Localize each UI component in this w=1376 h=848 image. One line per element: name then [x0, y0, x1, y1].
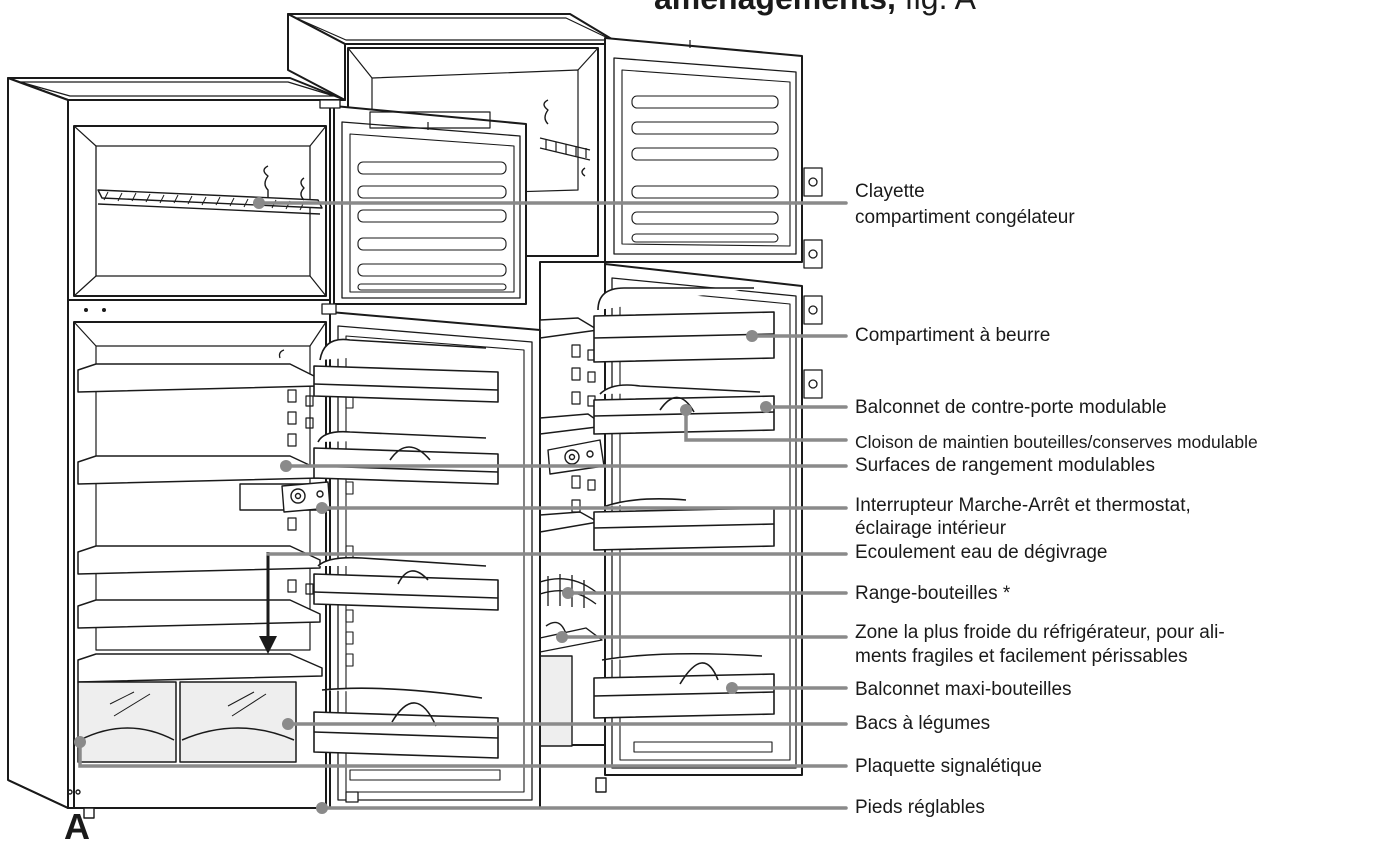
dot-pieds: [316, 802, 328, 814]
label-zone-froide: Zone la plus froide du réfrigérateur, po…: [855, 622, 1225, 643]
label-range-bouteilles: Range-bouteilles *: [855, 583, 1011, 604]
front-fridge-door: [313, 99, 541, 809]
title-figure-ref: fig. A: [896, 0, 976, 16]
leader-lines: [78, 201, 848, 810]
back-fridge-door: [593, 37, 823, 793]
label-cloison-maintien: Cloison de maintien bouteilles/conserves…: [855, 432, 1258, 452]
dot-balconnet: [760, 401, 772, 413]
leader-dots: [74, 197, 772, 814]
label-balconnet-modulable: Balconnet de contre-porte modulable: [855, 397, 1167, 418]
dot-zone: [556, 631, 568, 643]
page-title-text: aménagements, fig. A: [654, 0, 976, 17]
label-balconnet-maxi: Balconnet maxi-bouteilles: [855, 679, 1072, 700]
back-fridge: [287, 13, 823, 793]
dot-maxi: [726, 682, 738, 694]
defrost-drain-arrow: [259, 552, 277, 654]
figure-letter: A: [64, 806, 90, 847]
label-eclairage-interieur: éclairage intérieur: [855, 518, 1007, 539]
label-clayette-line2: compartiment congélateur: [855, 207, 1075, 228]
dot-plaquette: [74, 736, 86, 748]
title-main: aménagements,: [654, 0, 896, 16]
label-bacs-legumes: Bacs à légumes: [855, 713, 991, 734]
dot-clayette: [253, 197, 265, 209]
front-fridge: [7, 77, 346, 819]
label-ecoulement-eau: Ecoulement eau de dégivrage: [855, 542, 1108, 563]
dot-range: [562, 587, 574, 599]
label-pieds-reglables: Pieds réglables: [855, 797, 985, 818]
label-surfaces-rangement: Surfaces de rangement modulables: [855, 455, 1155, 476]
dot-bacs: [282, 718, 294, 730]
label-clayette: Clayette: [855, 181, 925, 202]
leader-plaquette: [78, 740, 848, 768]
dot-interrupteur: [316, 502, 328, 514]
label-compartiment-beurre: Compartiment à beurre: [855, 325, 1051, 346]
dot-beurre: [746, 330, 758, 342]
label-plaquette-signaletique: Plaquette signalétique: [855, 756, 1042, 777]
dot-surfaces: [280, 460, 292, 472]
leader-cloison: [684, 408, 848, 442]
label-interrupteur-thermostat: Interrupteur Marche-Arrêt et thermostat,: [855, 495, 1191, 516]
label-zone-froide-line2: ments fragiles et facilement périssables: [855, 646, 1188, 667]
dot-cloison: [680, 404, 692, 416]
